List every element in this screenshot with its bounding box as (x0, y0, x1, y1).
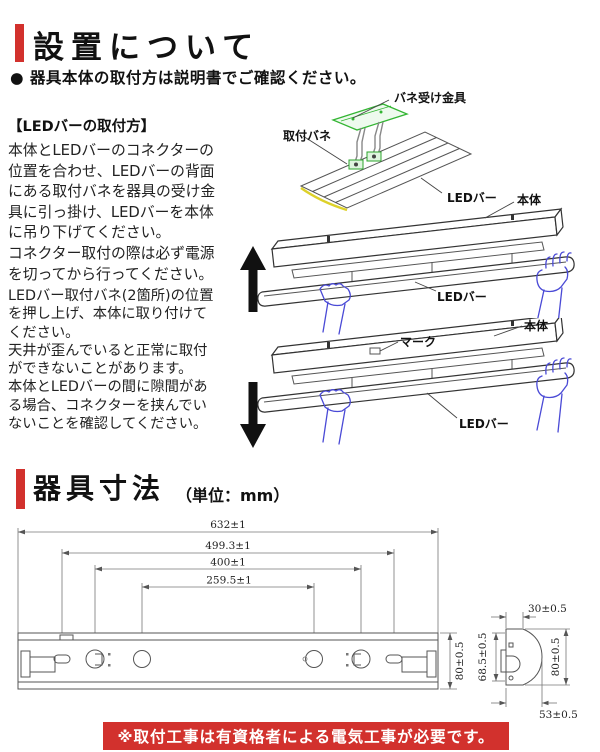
section1-bullet-note: ● 器具本体の取付方は説明書でご確認ください。 (10, 69, 366, 87)
label-led-bar-middle: LEDバー (437, 290, 487, 304)
section1-title: 設置について (33, 30, 261, 66)
keyhole-right (351, 649, 371, 669)
fixture-body (270, 207, 564, 268)
dim-side-flat-height: 68.5±0.5 (477, 633, 505, 682)
dim-side-width: 53±0.5 (491, 660, 578, 721)
dim-height-front: 80±0.5 (440, 632, 466, 690)
mounting-springs (354, 121, 384, 163)
led-bar-spring-diagram (299, 99, 473, 212)
leader-lines (302, 99, 443, 194)
led-bar-hanging-diagram (240, 201, 575, 335)
section2-accent-bar (16, 469, 25, 509)
label-led-bar-bottom: LEDバー (459, 417, 509, 431)
dim-length-keyholes: 400±1 (95, 557, 361, 572)
hand-illustration-right (536, 357, 572, 433)
dimension-drawing: 632±1 499.3±1 400±1 259.5±1 (17, 519, 578, 721)
led-bar-removal-diagram (240, 318, 575, 448)
arrow-up-icon (240, 246, 266, 312)
mounting-hole-left (133, 650, 151, 668)
diffuser-edge-highlight (300, 187, 348, 212)
svg-text:30±0.5: 30±0.5 (528, 603, 567, 615)
leader-lines (414, 201, 515, 292)
label-body-middle: 本体 (517, 193, 542, 207)
dim-length-slots: 499.3±1 (62, 540, 394, 556)
svg-text:53±0.5: 53±0.5 (539, 709, 578, 721)
mark-indicator (369, 347, 381, 355)
qualified-electrician-notice: ※取付工事は有資格者による電気工事が必要です。 (103, 722, 509, 750)
dim-side-height: 80±0.5 (525, 628, 570, 686)
fixture-side-view (500, 628, 543, 686)
mounting-hole-right (305, 650, 323, 668)
dim-side-top-width: 30±0.5 (491, 603, 567, 628)
section1-accent-bar (15, 24, 24, 62)
svg-text:80±0.5: 80±0.5 (550, 638, 562, 677)
leader-lines (379, 325, 523, 419)
led-bar-mounting-subheading: 【LEDバーの取付方】 (8, 119, 156, 135)
mounting-slot-left (53, 654, 71, 664)
spring-clips (348, 151, 382, 170)
svg-text:499.3±1: 499.3±1 (205, 540, 251, 552)
keyhole-left (85, 649, 105, 669)
led-bar-back-panel (299, 131, 473, 212)
svg-text:80±0.5: 80±0.5 (454, 642, 466, 681)
fixture-front-view (17, 632, 439, 690)
dim-length-overall: 632±1 (18, 519, 438, 535)
instruction-paragraph-1: 本体とLEDバーのコネクターの 位置を合わせ、LEDバーの背面 にある取付バネを… (8, 142, 216, 283)
arrow-down-icon (240, 382, 266, 448)
dim-length-holes: 259.5±1 (142, 575, 314, 590)
svg-text:259.5±1: 259.5±1 (206, 575, 252, 587)
mounting-slot-right (385, 654, 403, 664)
hand-illustration-left (319, 389, 351, 445)
svg-text:632±1: 632±1 (210, 519, 246, 531)
spring-receiving-bracket (331, 103, 409, 131)
svg-text:400±1: 400±1 (210, 557, 246, 569)
hand-illustration-left (319, 283, 351, 335)
svg-text:68.5±0.5: 68.5±0.5 (477, 633, 489, 682)
label-mark: マーク (400, 335, 437, 349)
notice-text: ※取付工事は有資格者による電気工事が必要です。 (117, 728, 495, 746)
fixture-body (270, 318, 564, 374)
label-spring-bracket: バネ受け金具 (394, 91, 467, 105)
instruction-paragraph-2: LEDバー取付バネ(2箇所)の位置 を押し上げ、本体に取り付けて ください。 天… (8, 288, 214, 433)
label-mounting-spring: 取付バネ (283, 129, 332, 143)
label-body-bottom: 本体 (524, 319, 549, 333)
label-led-bar-top: LEDバー (447, 191, 497, 205)
section2-title: 器具寸法 (33, 472, 166, 505)
section2-unit: （単位：mm） (176, 486, 290, 505)
